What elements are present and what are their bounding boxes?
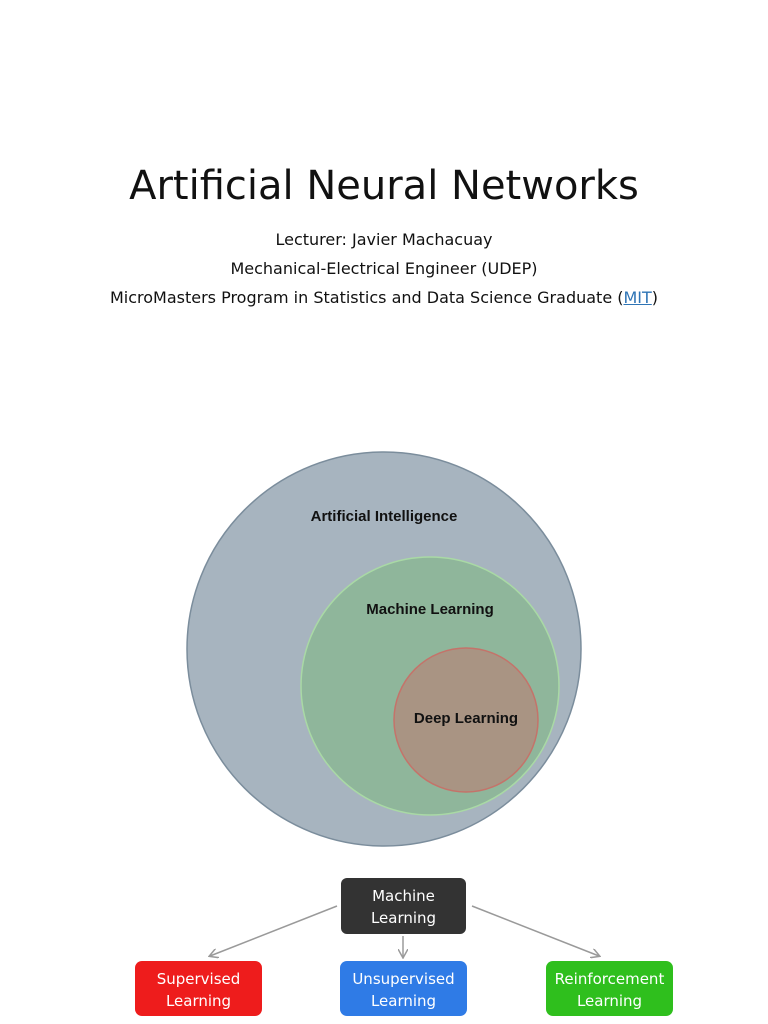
unsupervised-line2: Learning <box>371 992 436 1010</box>
unsupervised-line1: Unsupervised <box>352 970 454 988</box>
ml-root-box: Machine Learning <box>341 878 466 934</box>
supervised-box: Supervised Learning <box>135 961 262 1016</box>
dl-label: Deep Learning <box>414 710 518 727</box>
program-text: MicroMasters Program in Statistics and D… <box>109 288 624 307</box>
mit-link[interactable]: MIT <box>623 288 652 307</box>
page-title: Artificial Neural Networks <box>129 163 639 209</box>
supervised-line2: Learning <box>166 992 231 1010</box>
program-close-paren: ) <box>651 288 659 307</box>
dl-circle <box>393 647 539 793</box>
ai-label: Artificial Intelligence <box>311 508 458 525</box>
reinforcement-line1: Reinforcement <box>555 970 665 988</box>
supervised-rect <box>135 961 262 1016</box>
ml-root-rect <box>341 878 466 934</box>
program-line: MicroMasters Program in Statistics and D… <box>0 288 768 307</box>
reinforcement-box: Reinforcement Learning <box>546 961 673 1016</box>
lecturer-line: Lecturer: Javier Machacuay <box>275 230 493 249</box>
venn-diagram: Artificial Intelligence Machine Learning… <box>186 451 582 847</box>
connector-supervised <box>210 905 338 956</box>
tree-connectors <box>210 905 599 957</box>
supervised-line1: Supervised <box>157 970 241 988</box>
reinforcement-line2: Learning <box>577 992 642 1010</box>
unsupervised-box: Unsupervised Learning <box>340 961 467 1016</box>
degree-line: Mechanical-Electrical Engineer (UDEP) <box>230 259 538 278</box>
connector-reinforcement <box>471 905 599 956</box>
ml-label: Machine Learning <box>366 601 494 618</box>
ml-root-line1: Machine <box>372 887 435 905</box>
ml-root-line2: Learning <box>371 909 436 927</box>
unsupervised-rect <box>340 961 467 1016</box>
reinforcement-rect <box>546 961 673 1016</box>
